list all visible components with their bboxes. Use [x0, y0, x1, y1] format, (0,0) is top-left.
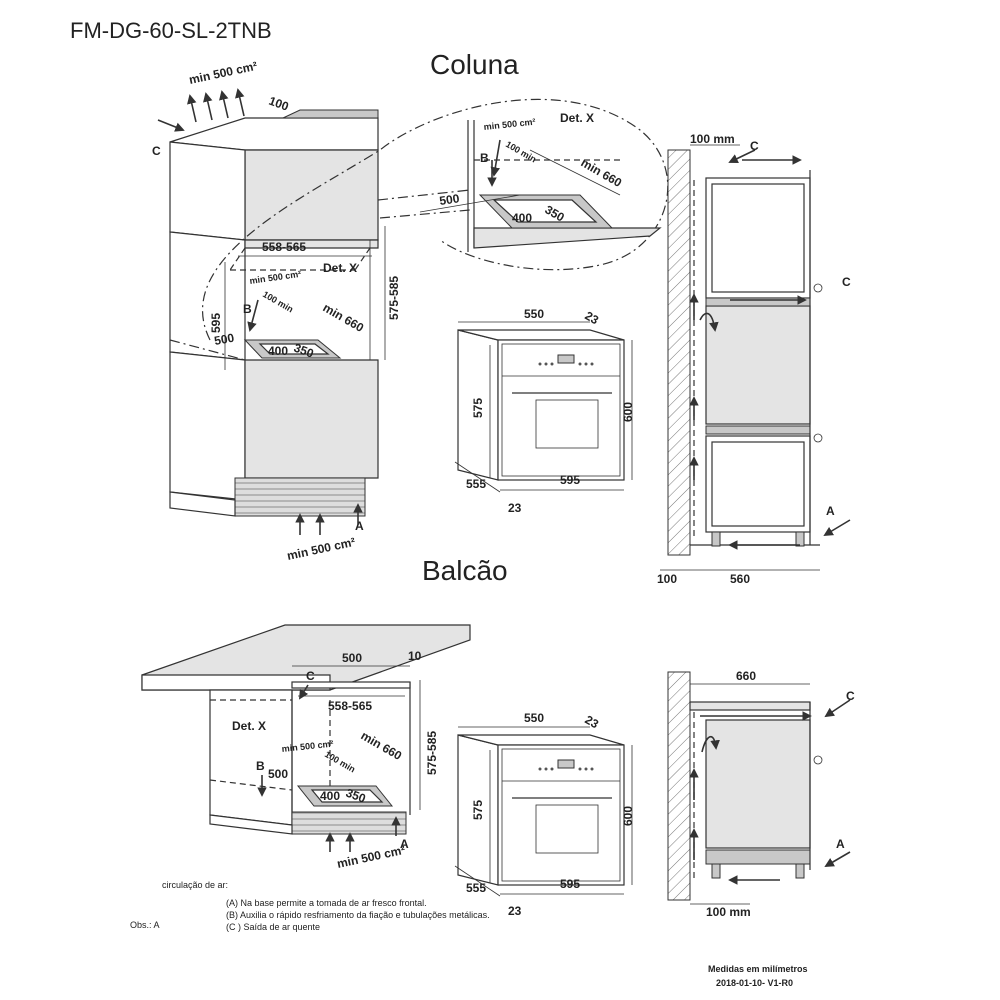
label-a-counter: A	[400, 837, 409, 851]
label-min660-counter: min 660	[359, 728, 405, 763]
dim-100mm-column-side: 100 mm	[690, 132, 735, 146]
label-min660-left: min 660	[321, 300, 367, 335]
label-det-x-counter: Det. X	[232, 719, 266, 733]
column-cabinet	[169, 109, 379, 517]
dim-595-counter: 595	[560, 877, 580, 891]
dim-550-column: 550	[524, 307, 544, 321]
dim-100mm-counter-side: 100 mm	[706, 905, 751, 919]
label-b-counter: B	[256, 759, 265, 773]
dim-100-top: 100	[267, 94, 291, 114]
label-c-side-counter: C	[846, 689, 855, 703]
dim-350-left: 350	[292, 341, 316, 361]
dim-500-counter-depth: 500	[268, 767, 288, 781]
label-c-counter: C	[306, 669, 315, 683]
label-det-x-detail: Det. X	[560, 111, 594, 125]
dim-558-565: 558-565	[262, 240, 306, 254]
dim-550-counter: 550	[524, 711, 544, 725]
label-b-detail: B	[480, 151, 489, 165]
dim-600-column: 600	[621, 402, 635, 422]
label-min500-inside: min 500 cm²	[249, 269, 302, 286]
label-a-left: A	[355, 519, 364, 533]
label-min-500-bottom: min 500 cm²	[286, 535, 357, 563]
dim-560-side: 560	[730, 572, 750, 586]
dim-558-565-counter: 558-565	[328, 699, 372, 713]
dim-400-left: 400	[268, 344, 288, 358]
counter-cabinet	[141, 624, 471, 835]
label-a-side: A	[826, 504, 835, 518]
side-section-counter: 660 C A 100 mm	[667, 669, 855, 919]
obs-note: Obs.: A	[130, 920, 160, 930]
dim-10-counter: 10	[408, 649, 422, 663]
column-airflow-arrows	[157, 88, 363, 535]
dim-23-top-counter: 23	[583, 712, 602, 731]
dim-660-side: 660	[736, 669, 756, 683]
label-c-side-mid: C	[842, 275, 851, 289]
circulation-title: circulação de ar:	[162, 880, 228, 890]
label-c-side-top: C	[750, 139, 759, 153]
label-100min-left: 100 min	[261, 289, 295, 314]
detail-x: 500 400 350 Det. X min 500 cm² B 100 min…	[419, 111, 662, 252]
label-min660-detail: min 660	[579, 155, 625, 190]
dim-23-bottom-column: 23	[508, 501, 522, 515]
dim-600-counter: 600	[621, 806, 635, 826]
dim-575-585: 575-585	[387, 276, 401, 320]
dim-400-detail: 400	[512, 211, 532, 225]
model-title: FM-DG-60-SL-2TNB	[70, 18, 272, 43]
label-a-side-counter: A	[836, 837, 845, 851]
units-note: Medidas em milímetros	[708, 964, 808, 974]
dim-400-counter: 400	[320, 789, 340, 803]
label-100min-counter: 100 min	[323, 749, 357, 774]
note-a: (A) Na base permite a tomada de ar fresc…	[226, 898, 427, 908]
air-circulation-notes: circulação de ar: (A) Na base permite a …	[130, 880, 490, 932]
note-b: (B) Auxilia o rápido resfriamento da fia…	[226, 910, 490, 920]
dim-555-counter: 555	[466, 881, 486, 895]
zoom-callout	[202, 98, 669, 341]
dim-555-column: 555	[466, 477, 486, 491]
dim-595: 595	[209, 313, 223, 333]
label-min-500-top: min 500 cm²	[188, 59, 259, 87]
dim-500-detail: 500	[438, 191, 460, 208]
oven-front-column: 550 23 575 600 595 555 23	[454, 307, 635, 515]
dim-500-counter: 500	[342, 651, 362, 665]
oven-front-counter: 550 23 575 600 595 555 23	[454, 711, 635, 918]
counter-title: Balcão	[422, 555, 508, 586]
dim-23-bottom-counter: 23	[508, 904, 522, 918]
label-c-left: C	[152, 144, 161, 158]
label-min500-detail: min 500 cm²	[483, 117, 536, 132]
label-min500-counter-bottom: min 500 cm²	[336, 843, 407, 871]
label-det-x-left: Det. X	[323, 261, 357, 275]
dim-575-585-counter: 575-585	[425, 731, 439, 775]
column-title: Coluna	[430, 49, 519, 80]
dim-575-counter: 575	[471, 800, 485, 820]
dim-350-counter: 350	[344, 786, 368, 806]
label-b-left: B	[243, 302, 252, 316]
dim-100-side-bottom: 100	[657, 572, 677, 586]
dim-500-left: 500	[213, 331, 235, 348]
note-c: (C ) Saída de ar quente	[226, 922, 320, 932]
dim-595-column: 595	[560, 473, 580, 487]
revision-note: 2018-01-10- V1-R0	[716, 978, 793, 988]
side-section-column: 100 mm C C A 100 560	[657, 132, 851, 586]
dim-23-top-column: 23	[583, 308, 602, 327]
dim-575-column: 575	[471, 398, 485, 418]
